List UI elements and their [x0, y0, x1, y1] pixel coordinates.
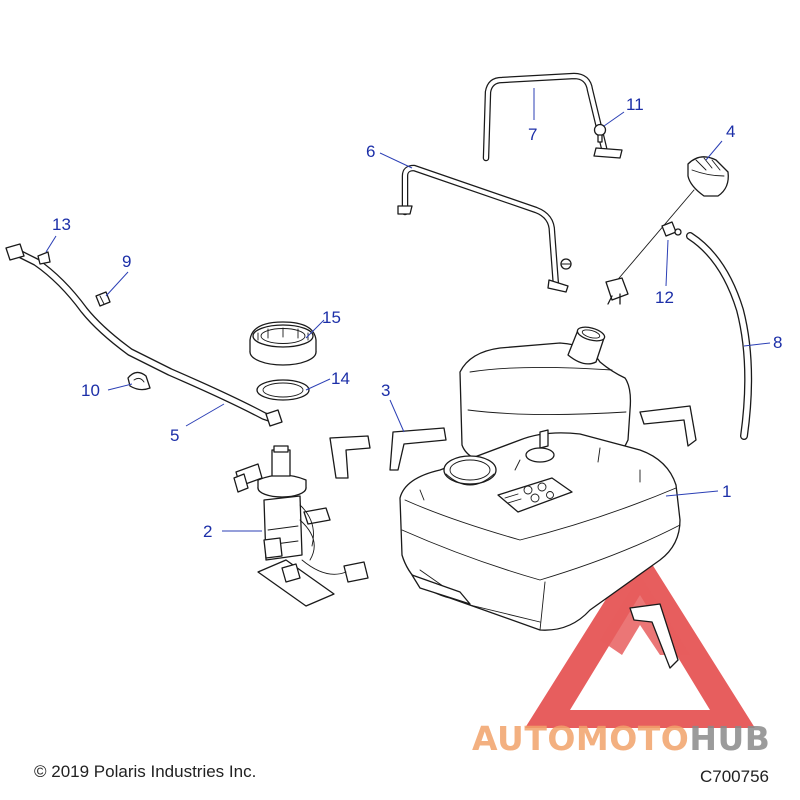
vent-hose — [686, 232, 753, 440]
bolt-11 — [593, 123, 607, 143]
label-part-14: 14 — [331, 369, 350, 388]
tank-strap-long — [397, 164, 572, 293]
label-part-4: 4 — [726, 122, 735, 141]
label-part-15: 15 — [322, 308, 341, 327]
label-part-10: 10 — [81, 381, 100, 400]
label-part-13: 13 — [52, 215, 71, 234]
fuel-tank-rear — [459, 326, 632, 466]
label-part-1: 1 — [722, 482, 731, 501]
label-part-11: 11 — [626, 95, 644, 114]
tank-strap-pad-left — [329, 435, 371, 479]
leader-lines — [45, 88, 771, 532]
fuel-tank-main — [399, 429, 681, 631]
gasket — [256, 379, 310, 401]
label-part-3: 3 — [381, 381, 390, 400]
watermark-text: AUTOMOTOHUB — [472, 719, 770, 758]
tank-strap-upper — [482, 72, 623, 162]
clamp-13 — [37, 251, 51, 265]
tank-strap-pad-center — [389, 427, 447, 471]
label-part-2: 2 — [203, 522, 212, 541]
clip-10 — [127, 371, 151, 391]
copyright-text: © 2019 Polaris Industries Inc. — [34, 762, 256, 781]
part-labels: 1 2 3 4 5 6 7 8 9 10 11 12 13 14 15 — [52, 95, 782, 541]
fuel-pump-assembly — [233, 445, 369, 607]
label-part-5: 5 — [170, 426, 179, 445]
label-part-7: 7 — [528, 125, 537, 144]
watermark-part-a: AUTOMOTO — [472, 719, 689, 758]
lock-ring — [249, 321, 317, 366]
label-part-8: 8 — [773, 333, 782, 352]
tank-strap-pad-lower — [629, 603, 679, 669]
svg-text:AUTOMOTOHUB: AUTOMOTOHUB — [472, 719, 770, 758]
diagram-code: C700756 — [700, 767, 769, 786]
label-part-12: 12 — [655, 288, 674, 307]
fuel-line — [5, 243, 283, 427]
watermark-part-b: HUB — [689, 719, 770, 758]
fuel-cap — [605, 156, 729, 305]
label-part-9: 9 — [122, 252, 131, 271]
clip-12 — [661, 221, 682, 237]
tank-strap-pad-right — [639, 405, 697, 447]
label-part-6: 6 — [366, 142, 375, 161]
